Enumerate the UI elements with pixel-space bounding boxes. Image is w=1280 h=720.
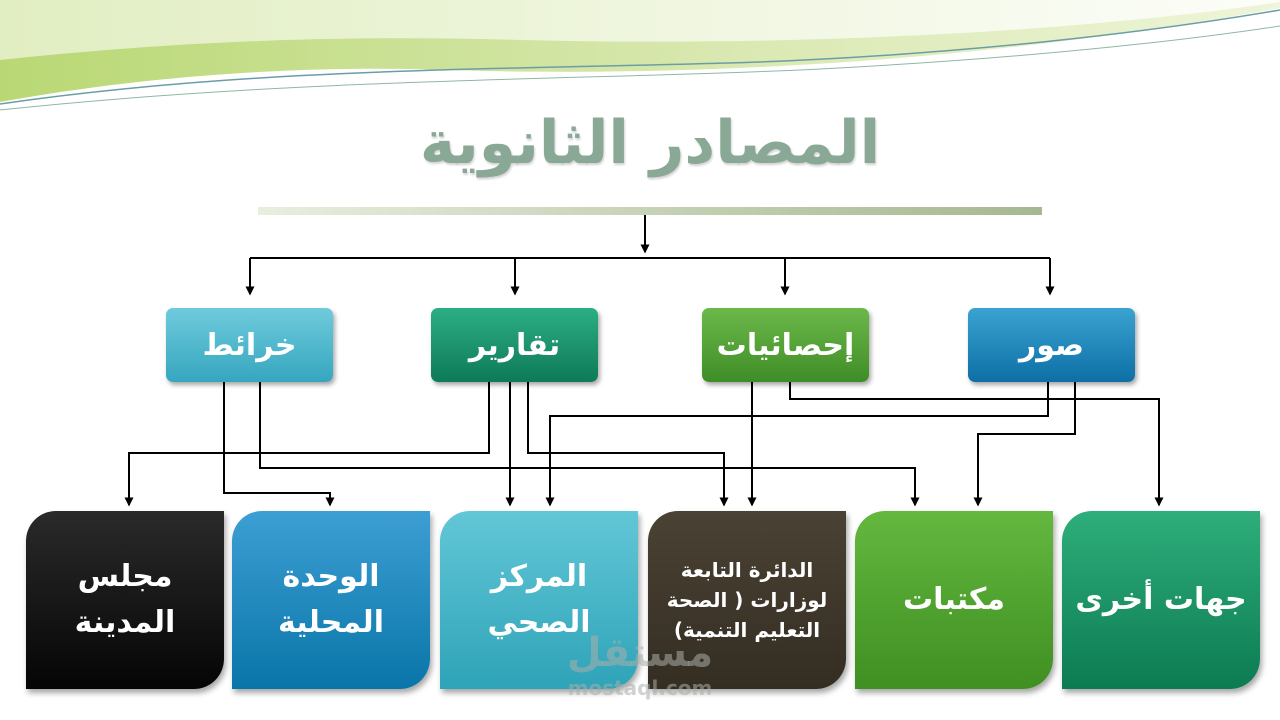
destination-libraries: مكتبات: [855, 511, 1053, 689]
destination-city-council-label: مجلس المدينة: [74, 559, 176, 640]
header-swoosh-decoration: [0, 0, 1280, 111]
arrow-maps-to-libs: [259, 382, 920, 507]
destination-libraries-label: مكتبات: [903, 582, 1005, 617]
destination-other-bodies: جهات أخرى: [1062, 511, 1260, 689]
arrow-images-to-center: [545, 382, 1049, 507]
destination-health-center-label: المركز الصحي: [487, 559, 591, 640]
destination-local-unit-label: الوحدة المحلية: [278, 559, 384, 640]
destination-ministry-departments: الدائرة التابعة لوزارات ( الصحة التعليم …: [648, 511, 846, 689]
destination-health-center: المركز الصحي: [440, 511, 638, 689]
arrow-maps-to-unit: [223, 382, 335, 507]
destination-local-unit: الوحدة المحلية: [232, 511, 430, 689]
arrow-reports-to-council: [124, 382, 490, 507]
watermark-logo: مستقل mostaql.com: [560, 630, 720, 710]
arrow-images-to-libs: [973, 382, 1076, 507]
watermark-arabic: مستقل: [566, 630, 714, 676]
title-underline: [258, 207, 1042, 215]
diagram-title: المصادر الثانوية: [419, 108, 881, 178]
watermark-latin: mostaql.com: [567, 676, 713, 700]
category-statistics: إحصائيات: [702, 308, 869, 382]
arrow-statistics-to-other: [789, 382, 1164, 507]
arrow-reports-to-dept: [527, 382, 729, 507]
category-reports: تقارير: [431, 308, 598, 382]
category-maps: خرائط: [166, 308, 333, 382]
destination-other-bodies-label: جهات أخرى: [1075, 582, 1247, 617]
category-images: صور: [968, 308, 1135, 382]
destination-ministry-departments-label: الدائرة التابعة لوزارات ( الصحة التعليم …: [666, 558, 828, 642]
destination-city-council: مجلس المدينة: [26, 511, 224, 689]
